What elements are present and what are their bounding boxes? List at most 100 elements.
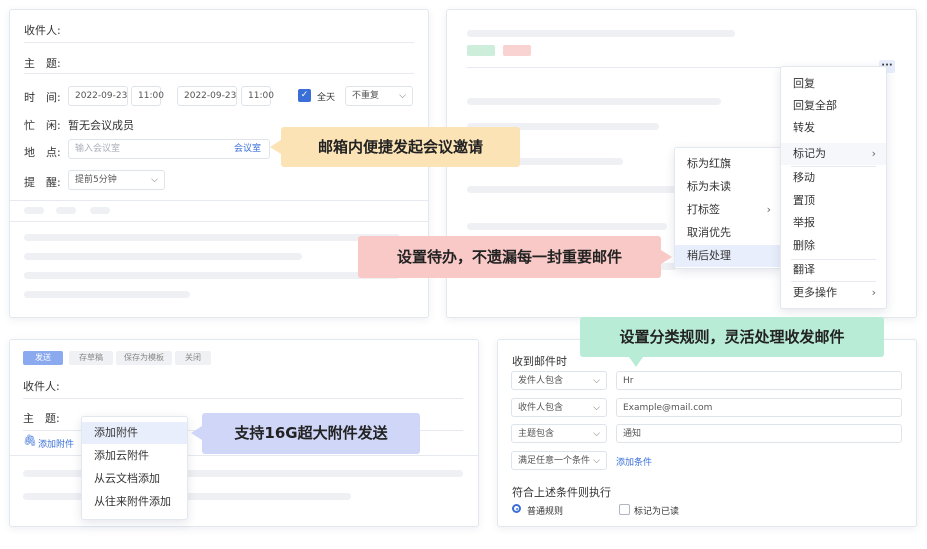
send-button[interactable]: 发送 — [23, 351, 63, 365]
subject-field[interactable] — [24, 73, 414, 74]
end-time-field[interactable]: 11:00 — [241, 86, 274, 106]
placeholder-bar — [24, 207, 44, 214]
chevron-right-icon: › — [871, 147, 876, 160]
placeholder-bar — [24, 291, 190, 298]
start-date-field[interactable]: 2022-09-23 — [68, 86, 128, 106]
subject-label: 主 题: — [24, 57, 61, 70]
menu-item-from-cloud-docs[interactable]: 从云文档添加 — [94, 472, 160, 485]
callout-todo: 设置待办，不遗漏每一封重要邮件 — [358, 236, 661, 278]
condition-field-select[interactable]: 发件人包含 ⌵ — [511, 371, 607, 390]
menu-divider — [791, 281, 876, 282]
callout-attach-text: 支持16G超大附件发送 — [234, 424, 388, 442]
menu-item-unread[interactable]: 标为未读 — [687, 180, 731, 193]
allday-checkbox[interactable]: ✓ — [298, 89, 311, 102]
mark-read-checkbox[interactable] — [619, 504, 630, 515]
repeat-select[interactable]: 不重复 ⌵ — [345, 86, 413, 106]
save-template-button[interactable]: 保存为模板 — [116, 351, 172, 365]
save-draft-button[interactable]: 存草稿 — [69, 351, 113, 365]
attachment-menu: 添加附件 添加云附件 从云文档添加 从往来附件添加 — [81, 416, 188, 520]
match-mode-select[interactable]: 满足任意一个条件 ⌵ — [511, 451, 607, 470]
placeholder-bar — [467, 123, 659, 130]
to-label: 收件人: — [23, 380, 60, 393]
remind-label: 提 醒: — [24, 176, 61, 189]
menu-item-reply-all[interactable]: 回复全部 — [793, 99, 837, 112]
callout-rules-text: 设置分类规则，灵活处理收发邮件 — [619, 328, 845, 346]
paperclip-icon: 🖇 — [23, 434, 37, 447]
callout-rules-pointer — [629, 357, 643, 367]
condition-field-value: 主题包含 — [518, 429, 555, 439]
menu-item-from-past-attachments[interactable]: 从往来附件添加 — [94, 495, 171, 508]
chevron-down-icon: ⌵ — [593, 403, 600, 413]
location-placeholder: 输入会议室 — [75, 144, 121, 154]
add-condition-link[interactable]: 添加条件 — [616, 458, 653, 468]
divider — [10, 200, 428, 201]
menu-divider — [791, 166, 876, 167]
radio-normal[interactable] — [512, 504, 521, 513]
repeat-value: 不重复 — [352, 91, 380, 101]
menu-item-add-cloud-attachment[interactable]: 添加云附件 — [94, 449, 149, 462]
menu-item-add-attachment[interactable]: 添加附件 — [82, 422, 187, 444]
to-field[interactable] — [24, 42, 414, 43]
menu-item-forward[interactable]: 转发 — [793, 121, 815, 134]
menu-item-move[interactable]: 移动 — [793, 171, 815, 184]
callout-attach: 支持16G超大附件发送 — [202, 413, 420, 454]
menu-item-delete[interactable]: 删除 — [793, 239, 815, 252]
start-time-field[interactable]: 11:00 — [131, 86, 164, 106]
radio-normal-label: 普通规则 — [527, 507, 564, 517]
rules-card: 收到邮件时 发件人包含 ⌵ Hr 收件人包含 ⌵ Example@mail.co… — [497, 339, 917, 527]
menu-item-mark-as[interactable]: 标记为 › — [781, 143, 886, 165]
condition-field-value: 发件人包含 — [518, 376, 564, 386]
condition-field-select[interactable]: 收件人包含 ⌵ — [511, 398, 607, 417]
menu-item-translate[interactable]: 翻译 — [793, 263, 815, 276]
placeholder-bar — [467, 158, 623, 165]
menu-item-more[interactable]: 更多操作 › — [781, 282, 886, 304]
condition-field-value: 收件人包含 — [518, 403, 564, 413]
menu-item-mark-as-label: 标记为 — [793, 147, 826, 160]
chevron-down-icon: ⌵ — [593, 376, 600, 386]
room-link[interactable]: 会议室 — [233, 144, 261, 154]
chevron-down-icon: ⌵ — [593, 429, 600, 439]
chevron-right-icon: › — [871, 286, 876, 299]
divider — [10, 221, 428, 222]
mark-submenu: 标为红旗 标为未读 打标签 › 取消优先 稍后处理 — [674, 147, 782, 269]
menu-item-unpriority[interactable]: 取消优先 — [687, 226, 731, 239]
context-menu: 回复 回复全部 转发 标记为 › 移动 置顶 举报 删除 翻译 更多操作 › — [780, 66, 887, 309]
allday-label: 全天 — [317, 93, 336, 103]
placeholder-bar — [24, 234, 400, 241]
menu-item-later[interactable]: 稍后处理 — [675, 245, 781, 267]
divider — [10, 455, 478, 456]
chevron-right-icon: › — [766, 203, 771, 216]
menu-item-flag[interactable]: 标为红旗 — [687, 157, 731, 170]
menu-item-pin[interactable]: 置顶 — [793, 194, 815, 207]
add-attachment-link[interactable]: 添加附件 — [38, 440, 75, 450]
placeholder-bar — [467, 98, 721, 105]
close-button[interactable]: 关闭 — [175, 351, 211, 365]
menu-divider — [791, 259, 876, 260]
callout-rules: 设置分类规则，灵活处理收发邮件 — [580, 317, 884, 357]
to-field[interactable] — [23, 398, 463, 399]
menu-item-reply[interactable]: 回复 — [793, 77, 815, 90]
remind-select[interactable]: 提前5分钟 ⌵ — [68, 170, 165, 190]
remind-value: 提前5分钟 — [75, 175, 117, 185]
placeholder-bar — [467, 186, 677, 193]
menu-item-tag[interactable]: 打标签 › — [675, 199, 781, 221]
condition-field-select[interactable]: 主题包含 ⌵ — [511, 424, 607, 443]
chevron-down-icon: ⌵ — [399, 91, 406, 101]
condition-value-input[interactable]: 通知 — [616, 424, 902, 443]
subject-label: 主 题: — [23, 412, 60, 425]
callout-meeting-text: 邮箱内便捷发起会议邀请 — [317, 138, 483, 156]
location-input[interactable]: 输入会议室 会议室 — [68, 139, 270, 159]
divider — [467, 67, 887, 68]
busy-label: 忙 闲: — [24, 119, 61, 132]
menu-item-report[interactable]: 举报 — [793, 216, 815, 229]
callout-todo-pointer — [661, 250, 672, 264]
placeholder-bar — [467, 223, 667, 230]
placeholder-bar — [467, 30, 735, 37]
end-date-field[interactable]: 2022-09-23 — [177, 86, 237, 106]
placeholder-bar — [90, 207, 110, 214]
rules-action-title: 符合上述条件则执行 — [512, 486, 611, 499]
menu-item-more-label: 更多操作 — [793, 286, 837, 299]
condition-value-input[interactable]: Example@mail.com — [616, 398, 902, 417]
condition-value-input[interactable]: Hr — [616, 371, 902, 390]
callout-meeting: 邮箱内便捷发起会议邀请 — [281, 127, 520, 167]
